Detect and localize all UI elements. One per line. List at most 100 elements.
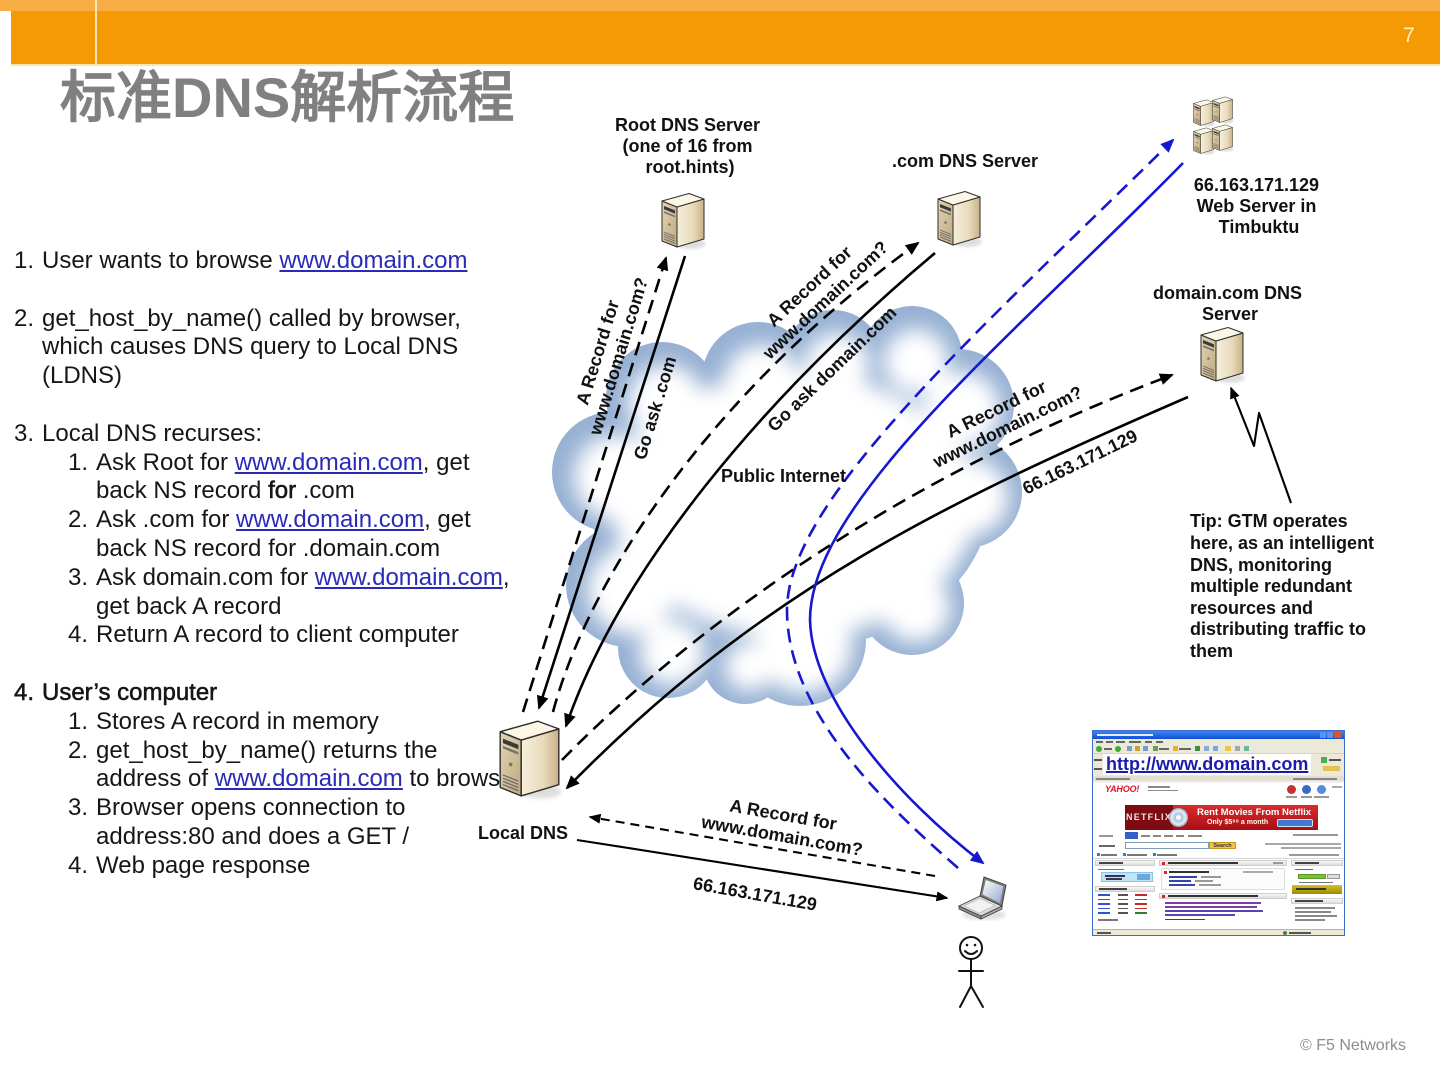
client-query-label: A Record for www.domain.com? <box>699 791 868 860</box>
label-line: domain.com DNS <box>1153 283 1302 303</box>
step-number: 3. <box>14 419 35 447</box>
thumb-ad-subline: Only $5⁹⁹ a month <box>1207 819 1269 826</box>
domain-link[interactable]: www.domain.com <box>214 765 403 793</box>
thumb-menu-item <box>1145 740 1152 743</box>
substep-text: .com <box>296 477 355 505</box>
domain-link[interactable]: www.domain.com <box>236 506 425 534</box>
thumb-link-line <box>1098 903 1110 905</box>
server-icon <box>1193 128 1214 155</box>
thumb-toolbar-icon <box>1195 746 1200 751</box>
cloud-puff <box>618 598 718 698</box>
label-line: Go ask domain.com <box>764 302 901 435</box>
user-eye <box>973 943 977 947</box>
root-dns-server-icon <box>662 194 706 250</box>
cloud-puff-highlight <box>588 546 676 634</box>
label-line: www.domain.com? <box>758 237 892 364</box>
thumb-status-text <box>1289 932 1311 934</box>
web-server-cluster-icon <box>1193 97 1233 155</box>
thumb-search-label <box>1099 844 1115 847</box>
step-1: 1.User wants to browse www.domain.com <box>14 247 509 276</box>
thumb-menu-item <box>1116 740 1125 743</box>
thumb-link-line <box>1169 876 1197 878</box>
thumb-text-line <box>1157 853 1177 856</box>
substep-4-2-continued: address of www.domain.com to brows <box>14 765 509 794</box>
substep-3-1-continued: back NS record for .com <box>14 477 509 506</box>
step-2: 2.get_host_by_name() called by browser, <box>14 305 509 334</box>
thumb-text-line <box>1148 789 1178 791</box>
thumb-heart-icon <box>1162 861 1165 865</box>
step-text: User’s computer <box>42 678 218 707</box>
tip-line: resources and <box>1190 598 1313 618</box>
thumb-link-line <box>1165 906 1257 908</box>
server-icon <box>1212 125 1233 152</box>
substep-3-3: 3.Ask domain.com for www.domain.com, <box>14 564 509 593</box>
thumb-banner <box>1292 885 1342 894</box>
domain-link[interactable]: www.domain.com <box>314 563 503 591</box>
substep-3-1: 1.Ask Root for www.domain.com, get <box>14 449 509 478</box>
label-line: 66.163.171.129 <box>1194 175 1319 195</box>
cloud-puff-highlight <box>932 459 1008 535</box>
root-dns-label: Root DNS Server (one of 16 from root.hin… <box>615 115 765 177</box>
label-line: Web Server in <box>1197 196 1317 216</box>
thumb-text-line <box>1168 862 1238 864</box>
arrow-client-answer <box>576 838 949 902</box>
step-text: which causes DNS query to Local DNS <box>42 333 459 361</box>
thumb-text-line <box>1169 871 1209 873</box>
com-answer-label: Go ask domain.com <box>764 302 901 435</box>
root-answer-label: Go ask .com <box>630 354 680 462</box>
cloud-puff-highlight <box>805 333 869 397</box>
domain-link[interactable]: www.domain.com <box>279 247 468 274</box>
thumb-icon-caption <box>1314 796 1329 798</box>
arrow-com-query <box>551 241 920 713</box>
substep-text: address:80 and does a GET / <box>96 822 410 850</box>
thumb-text-line <box>1273 862 1283 864</box>
thumb-text-line <box>1168 895 1258 897</box>
thumb-text-line <box>1281 846 1341 849</box>
thumb-number-line <box>1118 912 1128 914</box>
substep-number: 1. <box>68 707 89 735</box>
substep-text: Browser opens connection to <box>96 794 406 822</box>
tip-line: DNS, monitoring <box>1190 555 1332 575</box>
thumb-url-text: http://www.domain.com <box>1103 754 1312 775</box>
thumb-text-line <box>1098 868 1124 870</box>
label-line: www.domain.com? <box>585 275 652 438</box>
cloud-puff-highlight <box>725 643 773 691</box>
domain-link[interactable]: www.domain.com <box>234 448 423 476</box>
thumb-messenger-icon <box>1317 785 1326 794</box>
label-line: www.domain.com? <box>699 812 864 860</box>
thumb-tab-label <box>1176 835 1184 837</box>
thumb-link-line <box>1098 894 1110 896</box>
label-line: Go ask .com <box>630 354 680 462</box>
thumb-go-label <box>1329 759 1341 761</box>
thumb-toolbar-icon <box>1135 746 1140 751</box>
laptop-client-icon <box>959 877 1006 920</box>
list-spacer <box>14 276 509 305</box>
thumb-text-line <box>1265 843 1341 845</box>
thumb-go-icon <box>1321 757 1327 763</box>
thumb-text-line <box>1201 876 1221 878</box>
thumb-text-line <box>1199 884 1221 886</box>
web-server-label: 66.163.171.129 Web Server in Timbuktu <box>1194 175 1324 237</box>
com-query-label: A Record for www.domain.com? <box>744 222 892 364</box>
cloud-puff-highlight <box>882 574 950 642</box>
thumb-text-line <box>1295 900 1323 902</box>
domain-answer-label: 66.163.171.129 <box>1019 426 1140 499</box>
thumb-toolbar-icon <box>1225 746 1231 751</box>
thumb-toolbar-icon <box>1143 746 1148 751</box>
thumb-tab-label <box>1164 835 1173 837</box>
label-line: root.hints) <box>646 157 735 177</box>
thumb-netflix-ad: NETFLIX Rent Movies From Netflix Only $5… <box>1125 805 1318 830</box>
label-line: A Record for <box>572 298 623 407</box>
thumb-forward-icon <box>1115 745 1121 752</box>
thumb-dvd-disc-icon <box>1169 808 1188 827</box>
cloud-body <box>590 350 990 650</box>
thumb-toolbar-icon <box>1127 746 1132 751</box>
domain-dns-server-icon <box>1201 328 1245 384</box>
thumb-text-line <box>1295 919 1325 921</box>
com-dns-server-icon <box>938 192 982 248</box>
tip-line: them <box>1190 641 1233 661</box>
substep-number: 2. <box>68 506 89 534</box>
cloud-puff <box>783 310 883 410</box>
cloud-puff <box>552 412 672 532</box>
cloud-puff-highlight <box>640 621 704 685</box>
